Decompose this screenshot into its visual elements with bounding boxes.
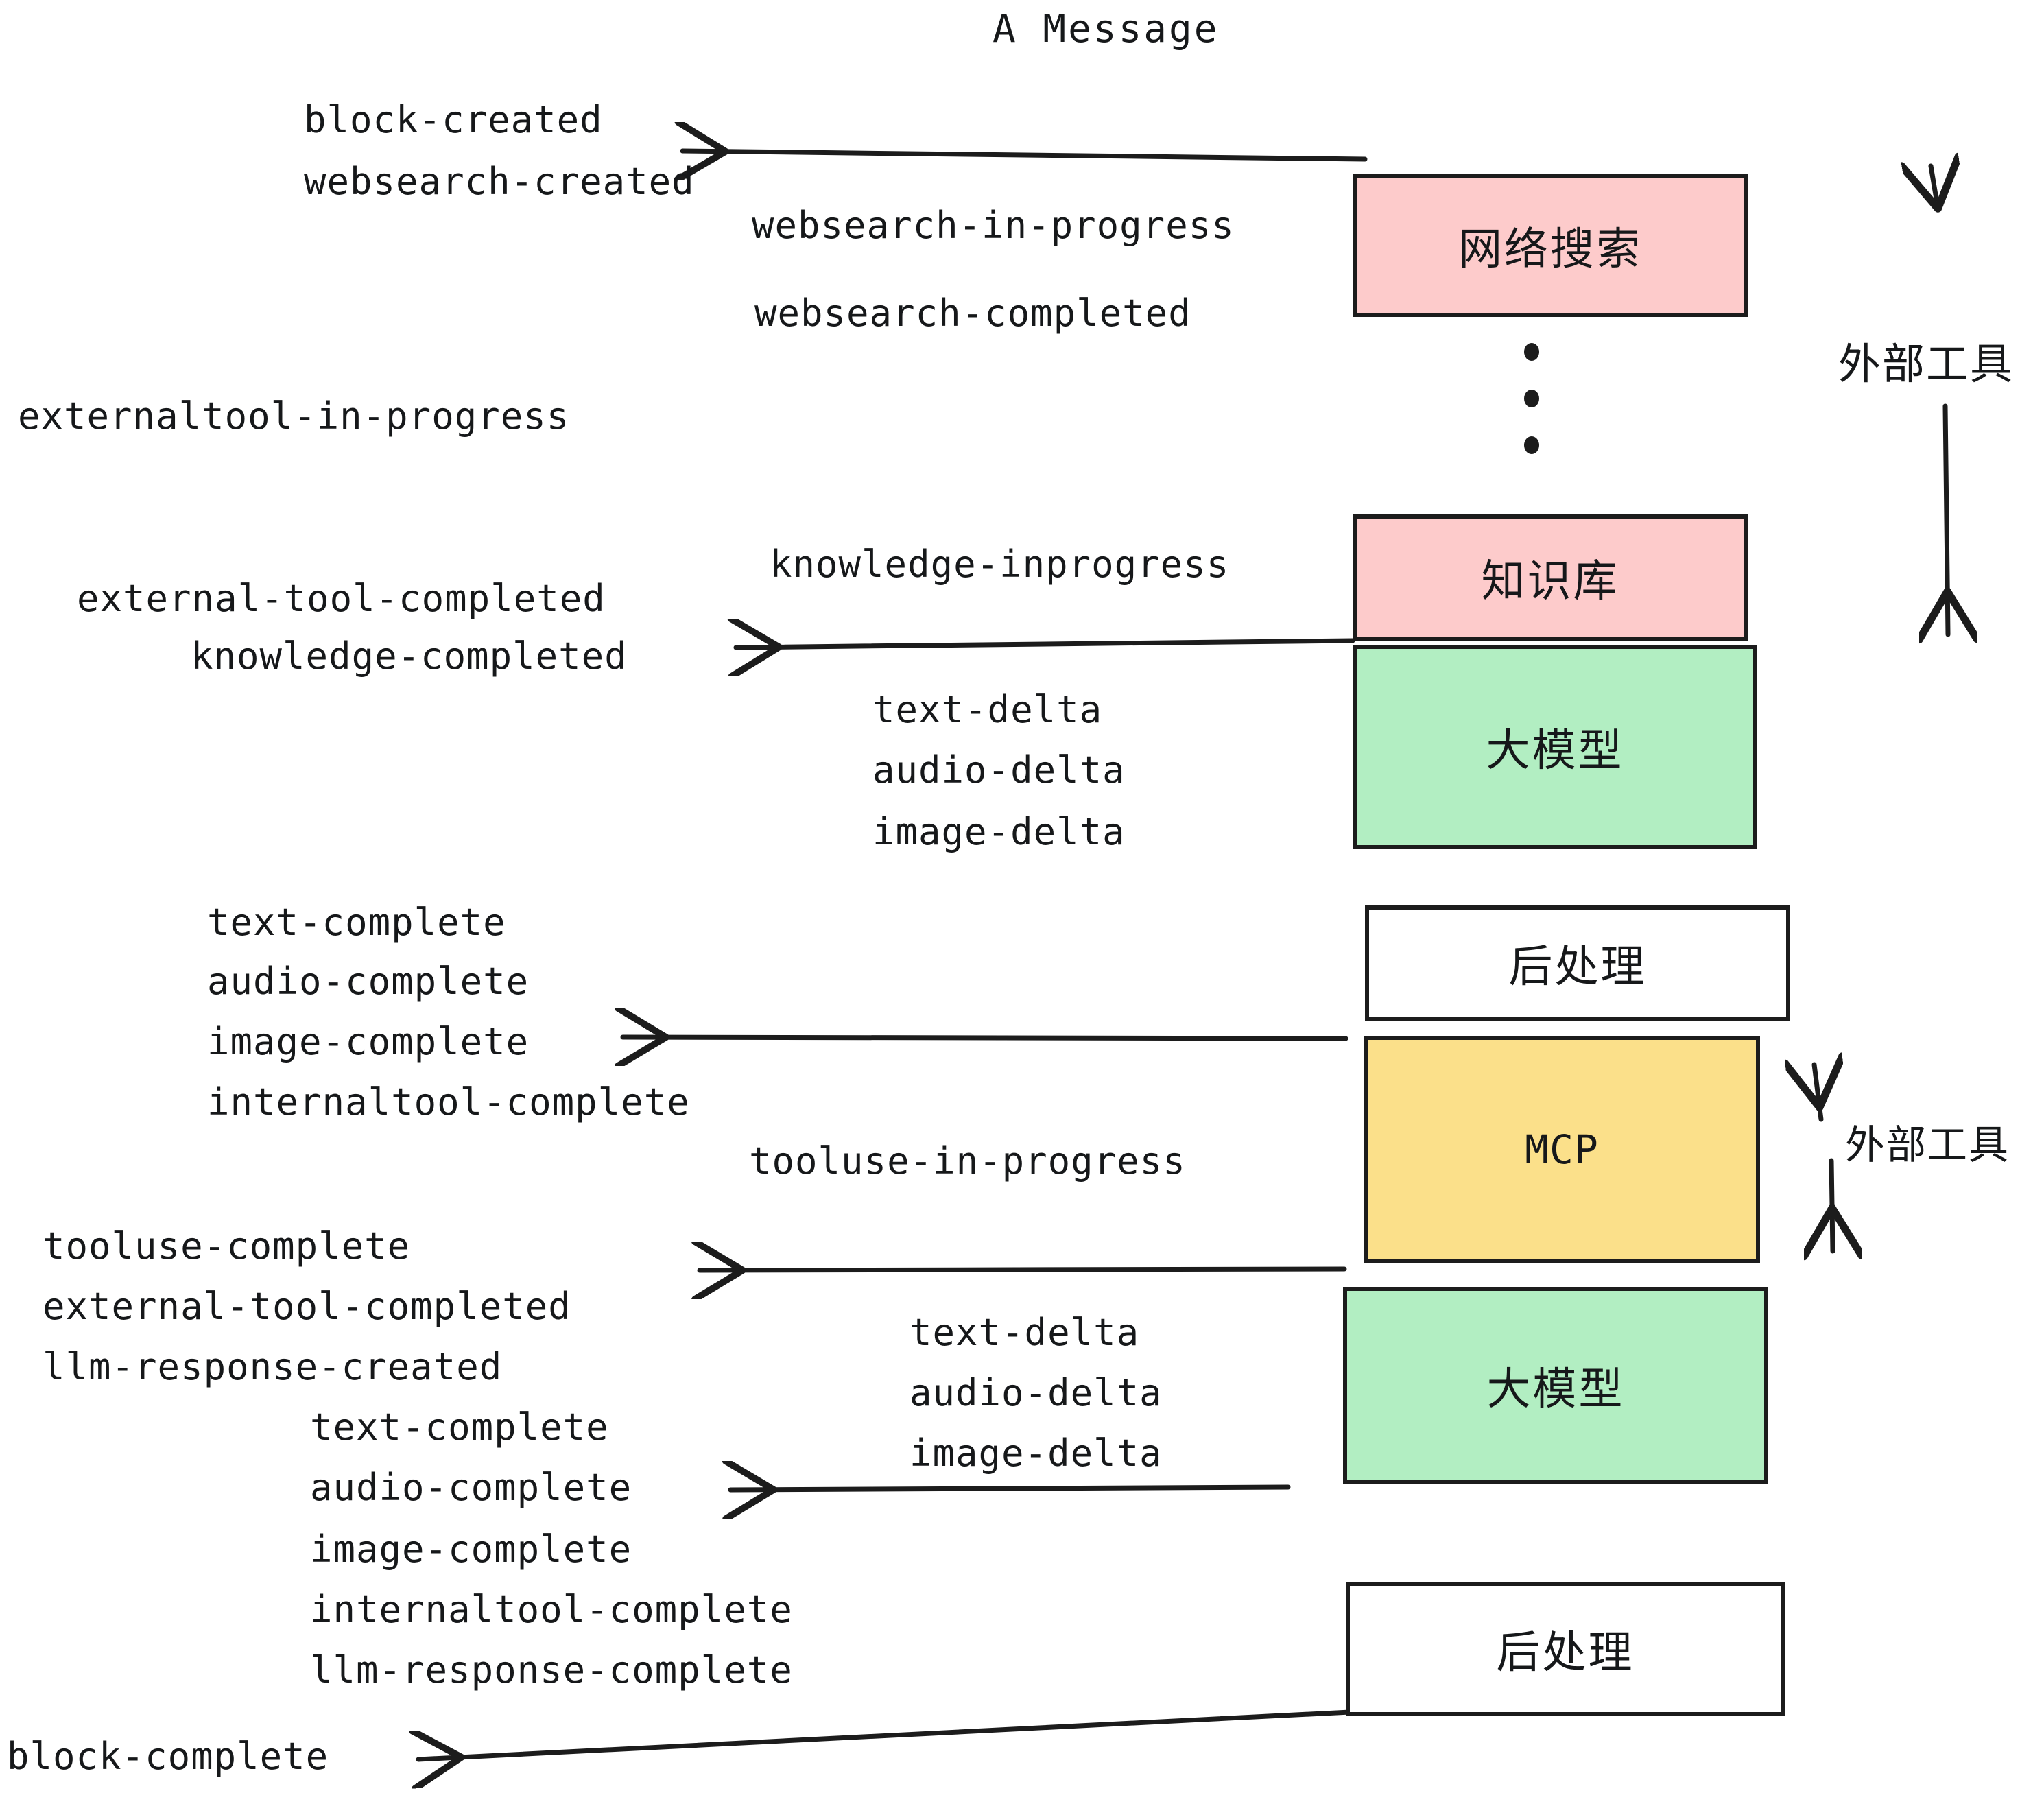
- arrow-external-tools-top-down: [1945, 403, 1948, 634]
- event-text-delta-1: text-delta: [872, 688, 1103, 731]
- event-websearch-in-progress: websearch-in-progress: [752, 204, 1235, 247]
- side-label-external-tools-bottom: 外部工具: [1845, 1121, 2010, 1168]
- box-websearch[interactable]: 网络搜索: [1353, 174, 1748, 317]
- event-block-complete: block-complete: [7, 1735, 329, 1778]
- event-audio-delta-2: audio-delta: [910, 1371, 1163, 1414]
- box-llm-top[interactable]: 大模型: [1353, 645, 1757, 849]
- event-external-tool-completed-2: external-tool-completed: [43, 1285, 571, 1328]
- event-llm-response-complete: llm-response-complete: [310, 1648, 793, 1692]
- box-llm-bottom-label: 大模型: [1486, 1364, 1625, 1415]
- event-knowledge-completed: knowledge-completed: [191, 634, 628, 678]
- arrow-postprocess-to-block-complete: [418, 1709, 1353, 1759]
- vertical-ellipsis: [1524, 343, 1539, 483]
- ellipsis-dot: [1524, 436, 1539, 454]
- event-text-complete-1: text-complete: [207, 901, 506, 944]
- event-knowledge-inprogress: knowledge-inprogress: [770, 543, 1230, 586]
- arrow-llm-to-audio-complete: [730, 1487, 1291, 1490]
- event-audio-delta-1: audio-delta: [872, 748, 1126, 792]
- event-audio-complete-1: audio-complete: [207, 960, 530, 1003]
- event-image-complete-2: image-complete: [310, 1528, 632, 1571]
- event-image-complete-1: image-complete: [207, 1020, 530, 1063]
- box-knowledge-label: 知识库: [1481, 556, 1619, 607]
- box-knowledge[interactable]: 知识库: [1353, 514, 1748, 641]
- event-external-tool-completed-1: external-tool-completed: [77, 577, 606, 620]
- event-image-delta-1: image-delta: [872, 810, 1126, 853]
- event-externaltool-in-progress: externaltool-in-progress: [18, 394, 570, 438]
- side-label-external-tools-top: 外部工具: [1838, 339, 2015, 389]
- event-internaltool-complete-2: internaltool-complete: [310, 1588, 793, 1631]
- event-websearch-completed: websearch-completed: [754, 292, 1191, 335]
- event-text-delta-2: text-delta: [910, 1311, 1140, 1354]
- event-websearch-created: websearch-created: [304, 160, 695, 203]
- event-llm-response-created: llm-response-created: [43, 1345, 503, 1388]
- event-tooluse-complete: tooluse-complete: [43, 1224, 411, 1268]
- event-block-created: block-created: [304, 98, 603, 141]
- event-audio-complete-2: audio-complete: [310, 1466, 632, 1509]
- arrow-knowledge-to-completed: [736, 641, 1355, 648]
- ellipsis-dot: [1524, 390, 1539, 407]
- box-postprocess-bottom[interactable]: 后处理: [1346, 1582, 1785, 1716]
- box-llm-top-label: 大模型: [1486, 726, 1624, 776]
- event-image-delta-2: image-delta: [910, 1432, 1163, 1475]
- box-websearch-label: 网络搜索: [1458, 224, 1642, 275]
- arrow-external-tools-top-up: [1931, 166, 1936, 199]
- ellipsis-dot: [1524, 343, 1539, 361]
- box-postprocess-bottom-label: 后处理: [1496, 1628, 1635, 1678]
- event-text-complete-2: text-complete: [310, 1405, 609, 1449]
- arrow-external-tools-bottom-up: [1814, 1065, 1821, 1122]
- box-llm-bottom[interactable]: 大模型: [1343, 1287, 1768, 1484]
- arrow-websearch-to-created: [682, 151, 1368, 159]
- box-mcp-label: MCP: [1525, 1126, 1599, 1173]
- arrow-external-tools-bottom-down: [1831, 1158, 1833, 1251]
- box-postprocess-top-label: 后处理: [1508, 942, 1647, 993]
- arrow-mcp-to-tooluse-complete: [700, 1269, 1347, 1270]
- box-postprocess-top[interactable]: 后处理: [1365, 905, 1790, 1021]
- event-tooluse-in-progress: tooluse-in-progress: [749, 1139, 1186, 1183]
- event-internaltool-complete-1: internaltool-complete: [207, 1080, 690, 1124]
- arrow-postprocess-to-image-complete: [623, 1037, 1348, 1039]
- box-mcp[interactable]: MCP: [1364, 1036, 1760, 1263]
- diagram-title: A Message: [993, 7, 1220, 51]
